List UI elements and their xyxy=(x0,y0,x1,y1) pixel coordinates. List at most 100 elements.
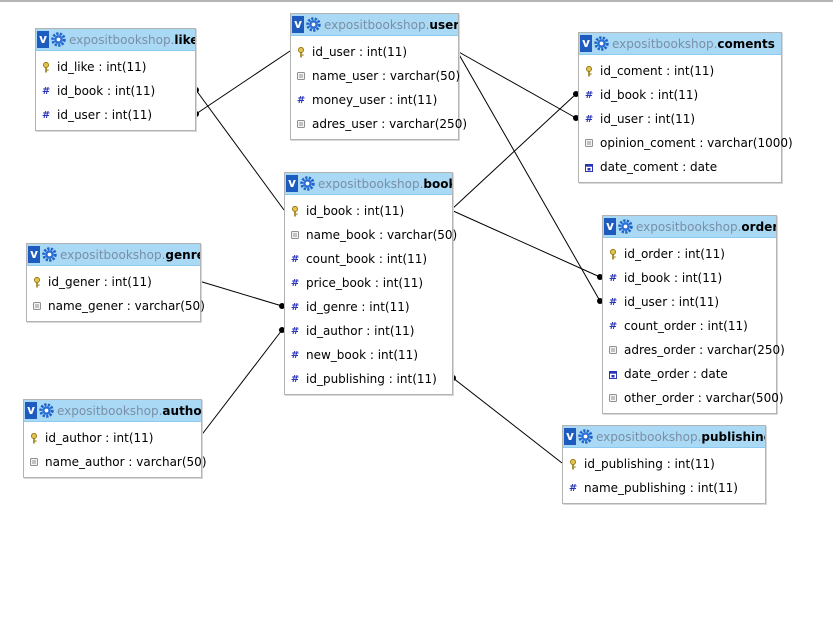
field-row[interactable]: name_user : varchar(50) xyxy=(291,64,460,88)
relation-line xyxy=(195,50,291,115)
table-coments[interactable]: v expositbookshop.coments id_coment : in… xyxy=(578,32,793,183)
gear-icon[interactable] xyxy=(42,247,57,262)
table-header[interactable]: v expositbookshop.order xyxy=(603,216,776,238)
field-row[interactable]: id_gener : int(11) xyxy=(27,270,200,294)
relation-line xyxy=(450,209,601,278)
field-label: id_gener : int(11) xyxy=(48,275,152,289)
field-row[interactable]: #id_author : int(11) xyxy=(285,319,452,343)
table-header[interactable]: v expositbookshop.coments xyxy=(579,33,781,55)
field-row[interactable]: id_publishing : int(11) xyxy=(563,452,765,476)
field-row[interactable]: #id_book : int(11) xyxy=(603,266,776,290)
dot-separator: . xyxy=(737,219,742,234)
table-header[interactable]: v expositbookshop.genre xyxy=(27,244,200,266)
table-author[interactable]: v expositbookshop.author id_author : int… xyxy=(23,399,207,478)
hash-icon: # xyxy=(584,89,594,101)
field-label: price_book : int(11) xyxy=(306,276,424,290)
field-row[interactable]: #money_user : int(11) xyxy=(291,88,458,112)
db-prefix: expositbookshop xyxy=(57,403,159,418)
relation-line xyxy=(198,280,283,307)
field-row[interactable]: adres_order : varchar(250) xyxy=(603,338,785,362)
gear-icon[interactable] xyxy=(39,403,54,418)
field-label: date_coment : date xyxy=(600,160,718,174)
field-row[interactable]: #new_book : int(11) xyxy=(285,343,452,367)
hash-icon: # xyxy=(568,482,578,494)
text-icon xyxy=(609,394,617,402)
db-prefix: expositbookshop xyxy=(596,429,698,444)
gear-icon[interactable] xyxy=(300,176,315,191)
gear-icon[interactable] xyxy=(306,17,321,32)
field-row[interactable]: #id_book : int(11) xyxy=(579,83,781,107)
hash-icon: # xyxy=(608,272,618,284)
field-row[interactable]: #id_publishing : int(11) xyxy=(285,367,452,391)
gear-icon[interactable] xyxy=(51,32,66,47)
field-label: id_user : int(11) xyxy=(624,295,720,309)
v-toggle-icon[interactable]: v xyxy=(28,246,40,263)
field-row[interactable]: # count_order : int(11) xyxy=(603,314,776,338)
table-header[interactable]: v expositbookshop.like xyxy=(36,29,195,51)
table-order[interactable]: v expositbookshop.order id_order : int(1… xyxy=(602,215,785,414)
field-label: id_author : int(11) xyxy=(306,324,415,338)
field-label: id_genre : int(11) xyxy=(306,300,410,314)
relation-line xyxy=(450,93,577,211)
field-row[interactable]: #count_book : int(11) xyxy=(285,247,452,271)
table-publishing[interactable]: v expositbookshop.publishing id_publishi… xyxy=(562,425,766,504)
dot-separator: . xyxy=(158,403,163,418)
field-row[interactable]: #name_publishing : int(11) xyxy=(563,476,765,500)
field-row[interactable]: id_coment : int(11) xyxy=(579,59,781,83)
v-toggle-icon[interactable]: v xyxy=(604,218,616,235)
field-row[interactable]: id_like : int(11) xyxy=(36,55,195,79)
v-toggle-icon[interactable]: v xyxy=(25,402,37,419)
field-row[interactable]: date_order : date xyxy=(603,362,776,386)
key-icon xyxy=(30,432,38,444)
field-row[interactable]: id_book : int(11) xyxy=(285,199,452,223)
field-row[interactable]: #id_user : int(11) xyxy=(579,107,781,131)
field-row[interactable]: #id_user : int(11) xyxy=(36,103,195,127)
field-row[interactable]: id_author : int(11) xyxy=(24,426,201,450)
field-row[interactable]: id_order : int(11) xyxy=(603,242,776,266)
key-icon xyxy=(42,61,50,73)
field-label: id_publishing : int(11) xyxy=(306,372,437,386)
dot-separator: . xyxy=(161,247,166,262)
text-icon xyxy=(609,346,617,354)
field-row[interactable]: name_author : varchar(50) xyxy=(24,450,207,474)
v-toggle-icon[interactable]: v xyxy=(564,428,576,445)
v-toggle-icon[interactable]: v xyxy=(286,175,298,192)
field-row[interactable]: name_gener : varchar(50) xyxy=(27,294,205,318)
hash-icon: # xyxy=(608,320,618,332)
text-icon xyxy=(33,302,41,310)
top-border xyxy=(0,0,833,2)
field-row[interactable]: date_coment : date xyxy=(579,155,781,179)
gear-icon[interactable] xyxy=(618,219,633,234)
table-header[interactable]: v expositbookshop.user xyxy=(291,14,458,36)
field-label: id_coment : int(11) xyxy=(600,64,715,78)
hash-icon: # xyxy=(296,94,306,106)
db-prefix: expositbookshop xyxy=(60,247,162,262)
field-row[interactable]: name_book : varchar(50) xyxy=(285,223,457,247)
field-row[interactable]: #id_genre : int(11) xyxy=(285,295,452,319)
hash-icon: # xyxy=(290,253,300,265)
relation-line xyxy=(456,50,577,119)
gear-icon[interactable] xyxy=(594,36,609,51)
table-genre[interactable]: v expositbookshop.genre id_gener : int(1… xyxy=(26,243,205,322)
dot-separator: . xyxy=(170,32,175,47)
field-row[interactable]: id_user : int(11) xyxy=(291,40,458,64)
field-row[interactable]: adres_user : varchar(250) xyxy=(291,112,467,136)
field-label: count_order : int(11) xyxy=(624,319,748,333)
table-book[interactable]: v expositbookshop.book id_book : int(11)… xyxy=(284,172,457,395)
table-user[interactable]: v expositbookshop.user id_user : int(11)… xyxy=(290,13,467,140)
v-toggle-icon[interactable]: v xyxy=(292,16,304,33)
field-row[interactable]: #id_user : int(11) xyxy=(603,290,776,314)
table-like[interactable]: v expositbookshop.like id_like : int(11)… xyxy=(35,28,196,131)
field-row[interactable]: other_order : varchar(500) xyxy=(603,386,784,410)
table-header[interactable]: v expositbookshop.author xyxy=(24,400,201,422)
v-toggle-icon[interactable]: v xyxy=(580,35,592,52)
v-toggle-icon[interactable]: v xyxy=(37,31,49,48)
field-row[interactable]: opinion_coment : varchar(1000) xyxy=(579,131,793,155)
gear-icon[interactable] xyxy=(578,429,593,444)
table-header[interactable]: v expositbookshop.book xyxy=(285,173,452,195)
table-name: like xyxy=(174,32,195,47)
field-row[interactable]: #price_book : int(11) xyxy=(285,271,452,295)
field-list: id_like : int(11)#id_book : int(11)#id_u… xyxy=(36,51,195,130)
field-row[interactable]: #id_book : int(11) xyxy=(36,79,195,103)
table-header[interactable]: v expositbookshop.publishing xyxy=(563,426,765,448)
